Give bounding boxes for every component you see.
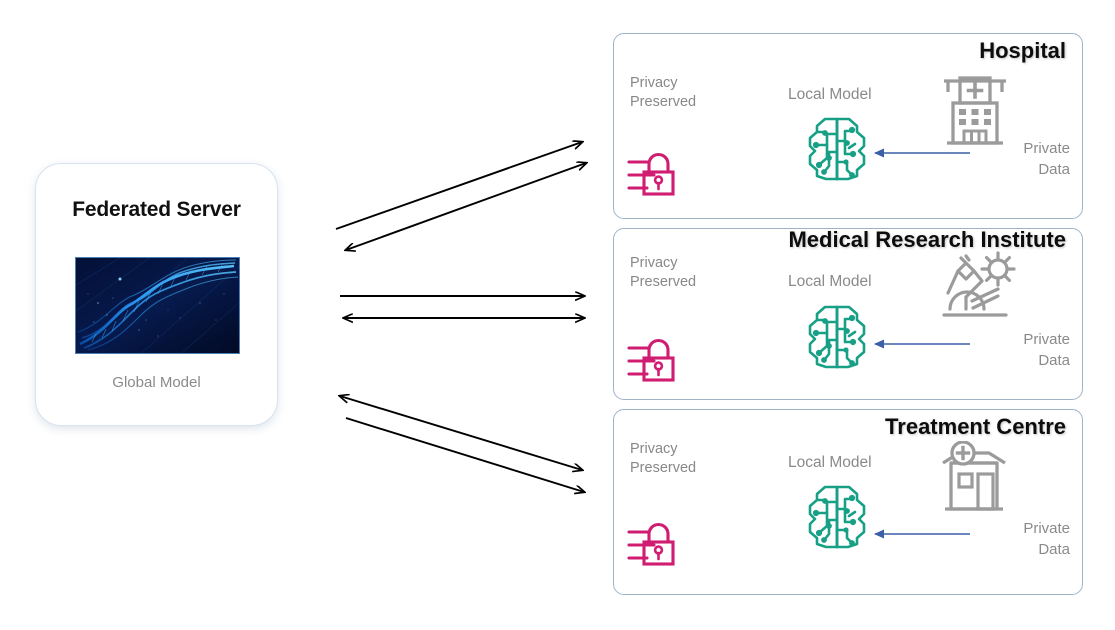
privacy-label-line2: Preserved	[630, 460, 697, 477]
server-treatment-connector	[332, 370, 602, 500]
hospital-building-icon	[941, 73, 1009, 149]
dna-helix-network-visualization	[75, 257, 240, 354]
privacy-lock-icon	[627, 336, 681, 384]
local-model-label: Local Model	[788, 273, 872, 290]
panel-title-hospital: Hospital	[979, 38, 1066, 63]
local-model-label: Local Model	[788, 454, 872, 471]
client-panel-research: Medical Research Institute Privacy Prese…	[613, 227, 1083, 400]
private-data-flow-arrow	[867, 337, 972, 351]
private-data-line2: Data	[1038, 541, 1070, 559]
privacy-preserved-label: Privacy Preserved	[630, 440, 696, 478]
server-hospital-connector	[330, 128, 600, 258]
private-data-flow-arrow	[867, 146, 972, 160]
client-panel-hospital: Hospital Privacy Preserved Local Model	[613, 33, 1083, 219]
privacy-preserved-label: Privacy Preserved	[630, 254, 696, 292]
private-data-label: Private Data	[1023, 138, 1070, 181]
panel-title-research: Medical Research Institute	[788, 227, 1066, 252]
server-research-connector	[338, 288, 596, 332]
privacy-label-line1: Privacy	[630, 75, 678, 91]
private-data-line1: Private	[1023, 520, 1070, 537]
private-data-line2: Data	[1038, 352, 1070, 370]
private-data-line1: Private	[1023, 331, 1070, 348]
privacy-lock-icon	[627, 520, 681, 568]
privacy-label-line1: Privacy	[630, 255, 678, 271]
panel-title-treatment: Treatment Centre	[885, 414, 1066, 439]
privacy-label-line1: Privacy	[630, 441, 678, 457]
circuit-brain-icon	[803, 114, 871, 184]
circuit-brain-icon	[803, 482, 871, 552]
federated-server-title: Federated Server	[72, 198, 241, 221]
private-data-line2: Data	[1038, 161, 1070, 179]
federated-server-card: Federated Server	[35, 163, 278, 426]
private-data-label: Private Data	[1023, 518, 1070, 561]
clinic-building-icon	[937, 441, 1011, 517]
private-data-flow-arrow	[867, 527, 972, 541]
private-data-label: Private Data	[1023, 329, 1070, 372]
privacy-label-line2: Preserved	[630, 274, 697, 291]
local-model-label: Local Model	[788, 86, 872, 103]
client-panel-treatment: Treatment Centre Privacy Preserved Local…	[613, 409, 1083, 595]
privacy-label-line2: Preserved	[630, 94, 697, 111]
global-model-caption: Global Model	[112, 374, 201, 391]
private-data-line1: Private	[1023, 140, 1070, 157]
privacy-preserved-label: Privacy Preserved	[630, 74, 696, 112]
privacy-lock-icon	[627, 150, 681, 198]
microscope-virus-icon	[936, 251, 1016, 329]
circuit-brain-icon	[803, 302, 871, 372]
